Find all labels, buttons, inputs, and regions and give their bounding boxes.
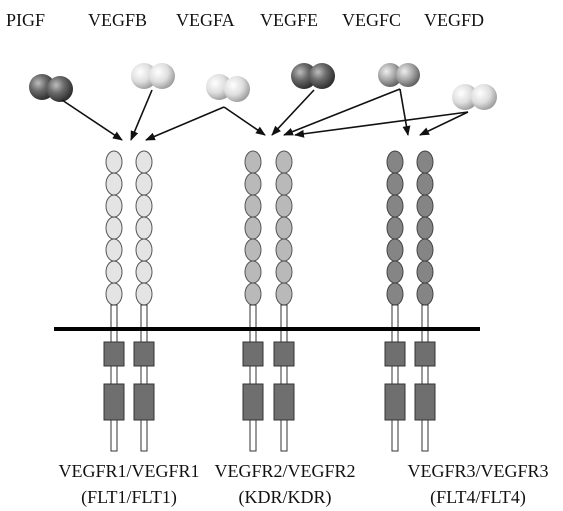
arrow-vegfc-to-vegfr3 (400, 89, 408, 135)
receptor-stalks (111, 305, 428, 451)
chain-vegfr2-right (276, 151, 292, 305)
receptor-alias-vegfr3: (FLT4/FLT4) (430, 487, 526, 508)
arrow-vegfa-to-vegfr2 (224, 107, 265, 135)
chain-vegfr2-left (245, 151, 261, 305)
arrow-vegfd-to-vegfr2 (295, 112, 468, 135)
receptor-label-vegfr3: VEGFR3/VEGFR3 (407, 461, 548, 481)
ligand-dimer-vegfc (378, 63, 420, 87)
ligand-labels: PIGF VEGFB VEGFA VEGFE VEGFC VEGFD (6, 10, 484, 30)
receptor-label-vegfr1: VEGFR1/VEGFR1 (58, 461, 199, 481)
ligand-dimer-vegfb (131, 63, 175, 89)
receptor-alias-vegfr2: (KDR/KDR) (239, 487, 332, 508)
kinase-domains (104, 342, 435, 420)
receptor-vegfr1-extracellular (106, 151, 152, 305)
ligand-label-vegfc: VEGFC (342, 10, 401, 30)
chain-vegfr3-left (387, 151, 403, 305)
chain-vegfr1-right (136, 151, 152, 305)
ligand-label-vegfe: VEGFE (260, 10, 318, 30)
ligand-label-pigf: PIGF (6, 10, 45, 30)
arrow-vegfa-to-vegfr1 (146, 107, 224, 140)
receptor-label-vegfr2: VEGFR2/VEGFR2 (214, 461, 355, 481)
arrow-vegfb-to-vegfr1 (131, 90, 152, 140)
arrow-pigf-to-vegfr1 (62, 100, 122, 140)
ligand-dimer-vegfd (452, 84, 497, 110)
receptor-alias-vegfr1: (FLT1/FLT1) (81, 487, 177, 508)
binding-arrows (62, 89, 468, 140)
ligand-label-vegfb: VEGFB (88, 10, 147, 30)
receptor-vegfr3-extracellular (387, 151, 433, 305)
ligand-dimer-vegfa (206, 74, 250, 102)
ligand-dimer-pigf (29, 74, 73, 102)
ligand-label-vegfd: VEGFD (424, 10, 484, 30)
arrow-vegfe-to-vegfr2 (272, 90, 314, 135)
receptor-labels: VEGFR1/VEGFR1 (FLT1/FLT1) VEGFR2/VEGFR2 … (58, 461, 548, 508)
receptor-vegfr2-extracellular (245, 151, 292, 305)
ligand-label-vegfa: VEGFA (176, 10, 235, 30)
chain-vegfr3-right (417, 151, 433, 305)
chain-vegfr1-left (106, 151, 122, 305)
ligand-dimer-vegfe (291, 63, 335, 89)
